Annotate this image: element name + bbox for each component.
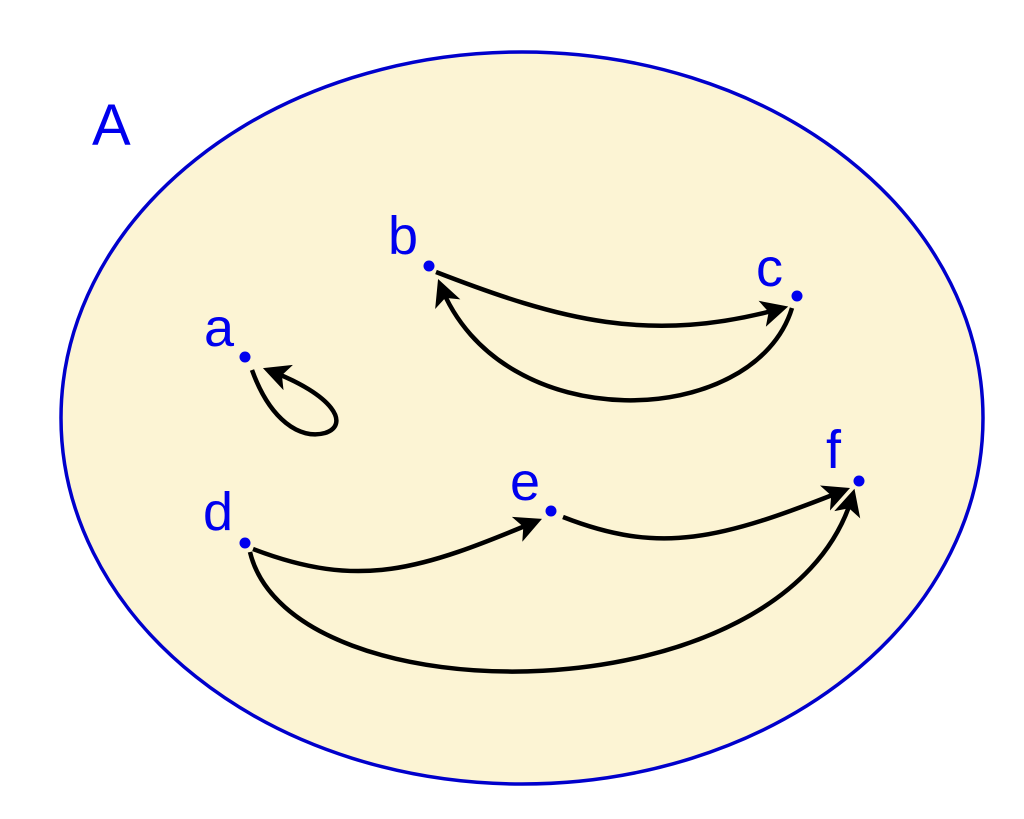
relation-d-e	[252, 516, 542, 574]
element-f: f	[826, 420, 865, 487]
point-e	[545, 505, 557, 517]
point-f	[853, 475, 865, 487]
set-A-ellipse	[59, 50, 985, 786]
relation-b-c	[435, 269, 789, 328]
element-e: e	[510, 452, 557, 517]
label-e: e	[510, 452, 540, 512]
relation-e-f	[562, 485, 851, 541]
element-d: d	[203, 482, 251, 549]
relation-d-f	[247, 488, 861, 674]
point-b	[423, 260, 435, 272]
point-d	[239, 537, 251, 549]
label-a: a	[204, 298, 235, 358]
label-d: d	[203, 482, 233, 542]
element-c: c	[756, 238, 803, 302]
element-a: a	[204, 298, 251, 363]
label-c: c	[756, 238, 783, 298]
point-a	[239, 351, 251, 363]
set-label: A	[92, 93, 131, 158]
element-b: b	[388, 206, 435, 272]
label-f: f	[826, 420, 842, 480]
relation-a-a	[249, 364, 339, 437]
label-b: b	[388, 206, 418, 266]
point-c	[791, 290, 803, 302]
relation-c-b	[435, 278, 795, 403]
